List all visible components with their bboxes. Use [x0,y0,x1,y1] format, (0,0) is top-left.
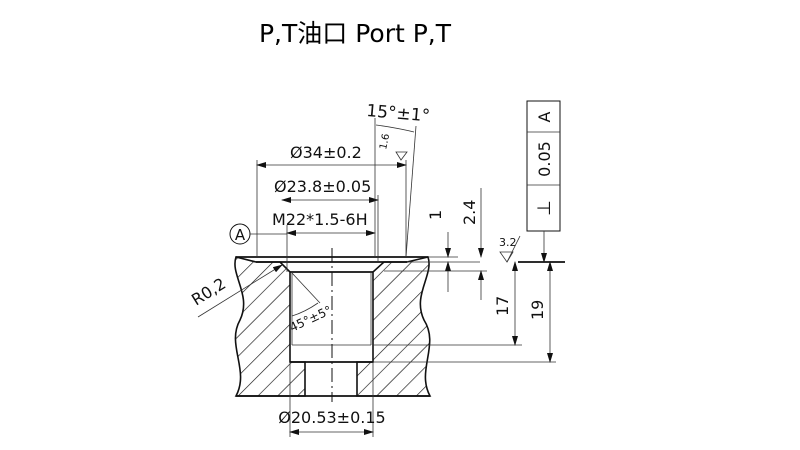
dim-depth-thread: 17 [493,261,518,346]
datum-a: A [229,223,287,245]
svg-text:2.4: 2.4 [460,200,479,225]
dim-bottom-diameter: Ø20.53±0.15 [278,362,386,437]
dim-depth-1: 1 [426,210,451,292]
svg-text:19: 19 [528,300,547,320]
svg-text:0.05: 0.05 [535,141,554,177]
svg-text:R0,2: R0,2 [188,274,229,309]
right-section-hatch [356,256,432,397]
svg-text:M22*1.5-6H: M22*1.5-6H [272,210,368,229]
svg-text:⊥: ⊥ [534,200,555,216]
dim-counterbore-diameter: Ø23.8±0.05 [274,177,379,262]
drawing-title: P,T油口 Port P,T [258,19,452,48]
svg-text:Ø23.8±0.05: Ø23.8±0.05 [274,177,371,196]
svg-text:1.6: 1.6 [378,133,392,151]
svg-text:Ø34±0.2: Ø34±0.2 [290,143,362,162]
dim-thread: M22*1.5-6H [272,210,376,272]
roughness-symbol-surface: 3.2 [499,235,521,263]
tolerance-frame: A 0.05 ⊥ [526,100,561,263]
dim-depth-total: 19 [528,261,553,363]
svg-text:A: A [235,226,246,244]
dim-outer-diameter: Ø34±0.2 [256,143,407,257]
svg-text:Ø20.53±0.15: Ø20.53±0.15 [278,408,385,427]
dim-chamfer-angle: 45°±5° [287,272,334,335]
svg-text:A: A [535,111,554,122]
dim-angle-top: 15°±1° 1.6 [366,101,431,258]
dim-depth-2: 2.4 [460,188,484,300]
svg-text:17: 17 [493,296,512,316]
svg-text:1: 1 [426,210,445,220]
svg-text:3.2: 3.2 [499,236,517,249]
